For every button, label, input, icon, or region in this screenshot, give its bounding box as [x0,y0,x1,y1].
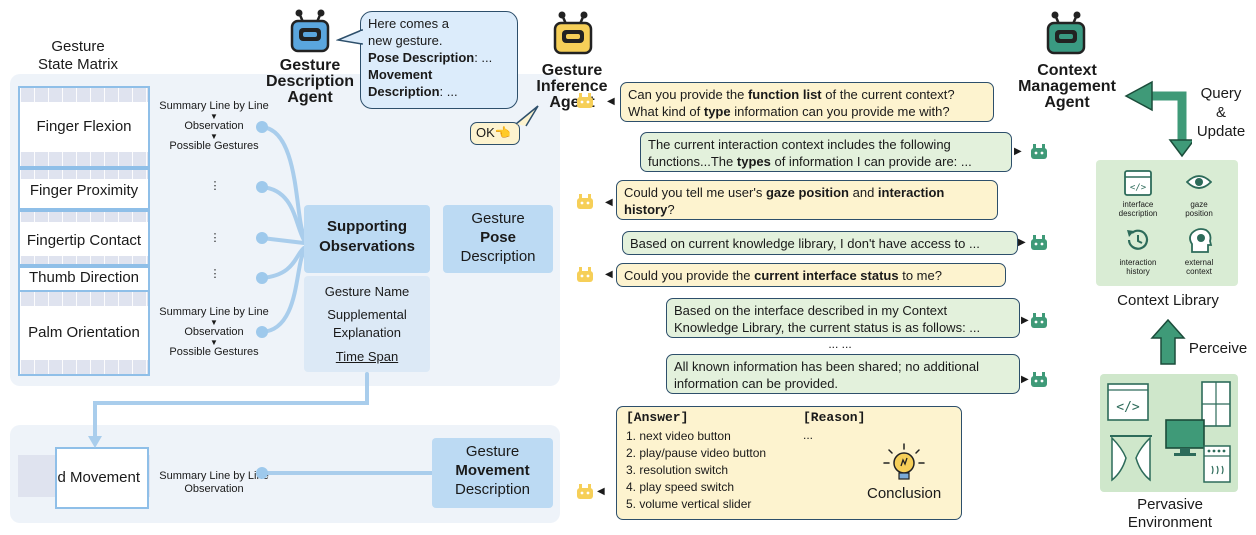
matrix-finger-flexion: Finger Flexion [18,86,150,168]
obs-dots-thumb: ⋮ [209,268,221,280]
obs-block-flexion: Summary Line by Line ▼ Observation ▼ Pos… [150,100,278,153]
down-arrow-icon: ▼ [210,132,218,141]
movement-description-box: Gesture Movement Description [432,438,553,508]
description-agent-title: Gesture Description Agent [265,57,354,106]
matrix-palm-orientation: Palm Orientation [18,290,150,376]
gesture-fields-box: Gesture Name Supplemental Explanation Ti… [304,276,430,372]
answer-4: All known information has been shared; n… [666,354,1020,394]
obs-block-movement: Summary Line by Line Observation [159,470,269,495]
obs-dot [256,232,268,244]
context-library-label: Context Library [1117,292,1219,309]
obs-dots-proximity: ⋮ [209,180,221,192]
ctx-item-label: interface description [1118,200,1158,218]
answer-1: The current interaction context includes… [640,132,1012,172]
description-bubble: Here comes a new gesture. Pose Descripti… [360,11,518,109]
context-face-icon [1031,313,1047,328]
inference-face-icon [577,93,593,108]
answer-header: [Answer] [626,410,689,425]
query-update-arrow [1124,80,1192,158]
pervasive-environment-box: </> [1100,374,1238,492]
down-arrow-icon: ▼ [210,318,218,327]
gesture-name-field: Gesture Name [324,284,410,299]
pervasive-environment-label: Pervasive Environment [1127,496,1213,531]
robot-icon-description-agent [290,9,330,53]
matrix-finger-proximity: Finger Proximity [18,168,150,210]
obs-dot [256,467,268,479]
lightbulb-icon [883,443,925,480]
svg-text:</>: </> [1130,183,1147,193]
arrow-from-face: ◀ [607,96,615,107]
supporting-observations-box: Supporting Observations [304,205,430,273]
inference-face-icon [577,484,593,499]
obs-dots-contact: ⋮ [209,232,221,244]
obs-dot [256,181,268,193]
arrow-to-face: ▶ [1021,315,1029,326]
obs-block-palm: Summary Line by Line ▼ Observation ▼ Pos… [150,306,278,359]
svg-text:</>: </> [1116,400,1140,415]
perceive-label: Perceive [1188,340,1248,357]
reason-value: ... [803,428,814,442]
matrix-fingertip-contact: Fingertip Contact [18,210,150,266]
supplemental-field: Supplemental Explanation [327,307,407,340]
time-span-field: Time Span [335,349,399,364]
inference-face-icon [577,194,593,209]
context-face-icon [1031,235,1047,250]
answer-2: Based on current knowledge library, I do… [622,231,1018,255]
down-arrow-icon: ▼ [210,338,218,347]
obs-dot [256,272,268,284]
matrix-thumb-direction: Thumb Direction [18,266,150,292]
arrow-from-face: ◀ [597,486,605,497]
ok-bubble: OK👈 [470,122,520,145]
answer-list: 1. next video button 2. play/pause video… [626,429,767,511]
arrow-to-face: ▶ [1018,237,1026,248]
bubble-tail [336,28,364,45]
arrow-from-face: ◀ [605,269,613,280]
history-icon [1127,229,1149,250]
arrow-from-face: ◀ [605,197,613,208]
ctx-item-label: gaze position [1185,200,1213,218]
ctx-item-label: external context [1184,258,1214,276]
perceive-arrow [1150,318,1186,365]
reason-header: [Reason] [803,410,866,425]
pose-description-box: Gesture Pose Description [443,205,553,273]
question-2: Could you tell me user's gaze position a… [616,180,998,220]
conclusion-label: Conclusion [867,485,942,502]
arrow-to-face: ▶ [1021,374,1029,385]
arrow-to-face: ▶ [1014,146,1022,157]
context-agent-title: Context Management Agent [1018,62,1116,111]
eye-icon [1186,175,1212,189]
obs-dot [256,121,268,133]
matrix-title: Gesture State Matrix [37,38,119,73]
inference-face-icon [577,267,593,282]
dialog-ellipsis: ... ... [828,337,852,351]
question-3: Could you provide the current interface … [616,263,1006,287]
environment-icon: </> [1107,381,1231,483]
connector-lines [88,125,434,475]
head-brain-icon [1189,228,1213,253]
pointing-hand-icon: 👈 [494,125,511,140]
code-window-icon: </> [1124,170,1152,196]
robot-icon-inference-agent [553,11,593,55]
obs-dot [256,326,268,338]
answer-3: Based on the interface described in my C… [666,298,1020,338]
context-face-icon [1031,372,1047,387]
conclusion-box: [Answer] [Reason] ... 1. next video butt… [616,406,962,520]
question-1: Can you provide the function list of the… [620,82,994,122]
query-update-label: Query & Update [1196,85,1246,140]
context-library-box: </> interface description gaze position … [1096,160,1238,286]
down-arrow-icon: ▼ [210,112,218,121]
matrix-hand-movement: Hand Movement [55,447,149,509]
robot-icon-context-agent [1046,11,1086,55]
ctx-item-label: interaction history [1119,258,1157,276]
context-face-icon [1031,144,1047,159]
bubble-tail [515,105,539,127]
